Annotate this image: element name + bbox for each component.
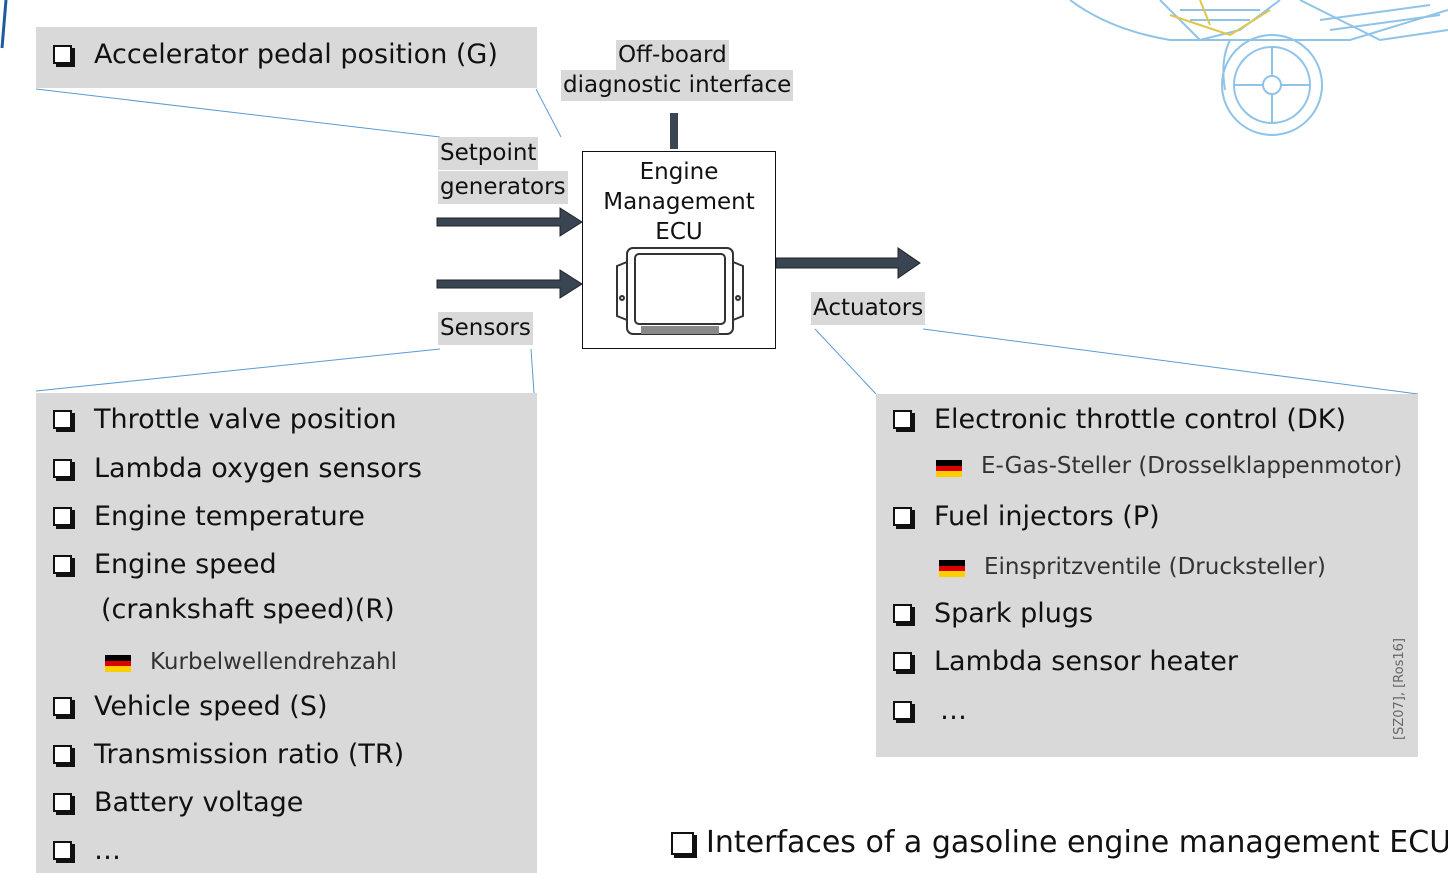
checkbox-bullet-icon [53,697,72,716]
checkbox-bullet-icon [53,841,72,860]
sensor-item-continuation: (crankshaft speed)(R) [101,594,395,625]
ecu-title-line1: Engine [639,159,719,185]
german-flag-icon [939,560,965,578]
actuators-box [876,394,1418,757]
setpoint-generators-box [36,27,537,88]
sensor-item: Engine speed [94,549,277,580]
setpoint-item: Accelerator pedal position (G) [94,39,498,70]
sensors-box [36,393,537,873]
ecu-title-line2: Management [603,189,755,215]
checkbox-bullet-icon [893,410,912,429]
sensor-item: Lambda oxygen sensors [94,453,422,484]
actuators-label: Actuators [811,292,926,325]
actuator-item: Fuel injectors (P) [934,501,1160,532]
actuator-item: Spark plugs [934,598,1094,629]
figure-caption: Interfaces of a gasoline engine manageme… [706,825,1448,860]
checkbox-bullet-icon [53,410,72,429]
checkbox-bullet-icon [53,793,72,812]
checkbox-bullet-icon [53,555,72,574]
offboard-label-line2: diagnostic interface [561,70,794,101]
sensor-item: … [94,835,121,866]
ecu-title-line3: ECU [655,219,703,245]
checkbox-bullet-icon [893,604,912,623]
actuator-item: Electronic throttle control (DK) [934,404,1347,435]
input-arrows [436,207,921,299]
sensor-item: Vehicle speed (S) [94,691,328,722]
checkbox-bullet-icon [53,507,72,526]
offboard-label-line1: Off-board [616,40,729,71]
checkbox-bullet-icon [893,701,912,720]
checkbox-bullet-icon [671,832,694,855]
ecu-device-icon [616,247,744,335]
checkbox-bullet-icon [893,507,912,526]
checkbox-bullet-icon [53,459,72,478]
engine-management-ecu: Engine Management ECU [582,151,776,349]
setpoint-label-line1: Setpoint [438,137,539,170]
diagnostic-connector [670,113,678,149]
setpoint-label-line2: generators [438,171,568,204]
german-flag-icon [936,460,962,478]
checkbox-bullet-icon [53,745,72,764]
car-chassis-sketch-icon [1069,0,1448,136]
actuator-german-term: Einspritzventile (Drucksteller) [984,554,1326,580]
checkbox-bullet-icon [893,652,912,671]
sensors-label: Sensors [438,312,533,345]
sensor-item: Battery voltage [94,787,304,818]
sensor-german-term: Kurbelwellendrehzahl [150,649,397,675]
actuator-item: … [940,695,967,726]
actuator-german-term: E-Gas-Steller (Drosselklappenmotor) [981,453,1403,479]
actuator-item: Lambda sensor heater [934,646,1238,677]
sensor-item: Throttle valve position [94,404,397,435]
reference-note: [SZ07], [Ros16] [1392,638,1407,740]
decorative-stroke [0,0,8,49]
sensor-item: Engine temperature [94,501,365,532]
german-flag-icon [105,655,131,673]
sensor-item: Transmission ratio (TR) [94,739,405,770]
checkbox-bullet-icon [53,45,72,64]
